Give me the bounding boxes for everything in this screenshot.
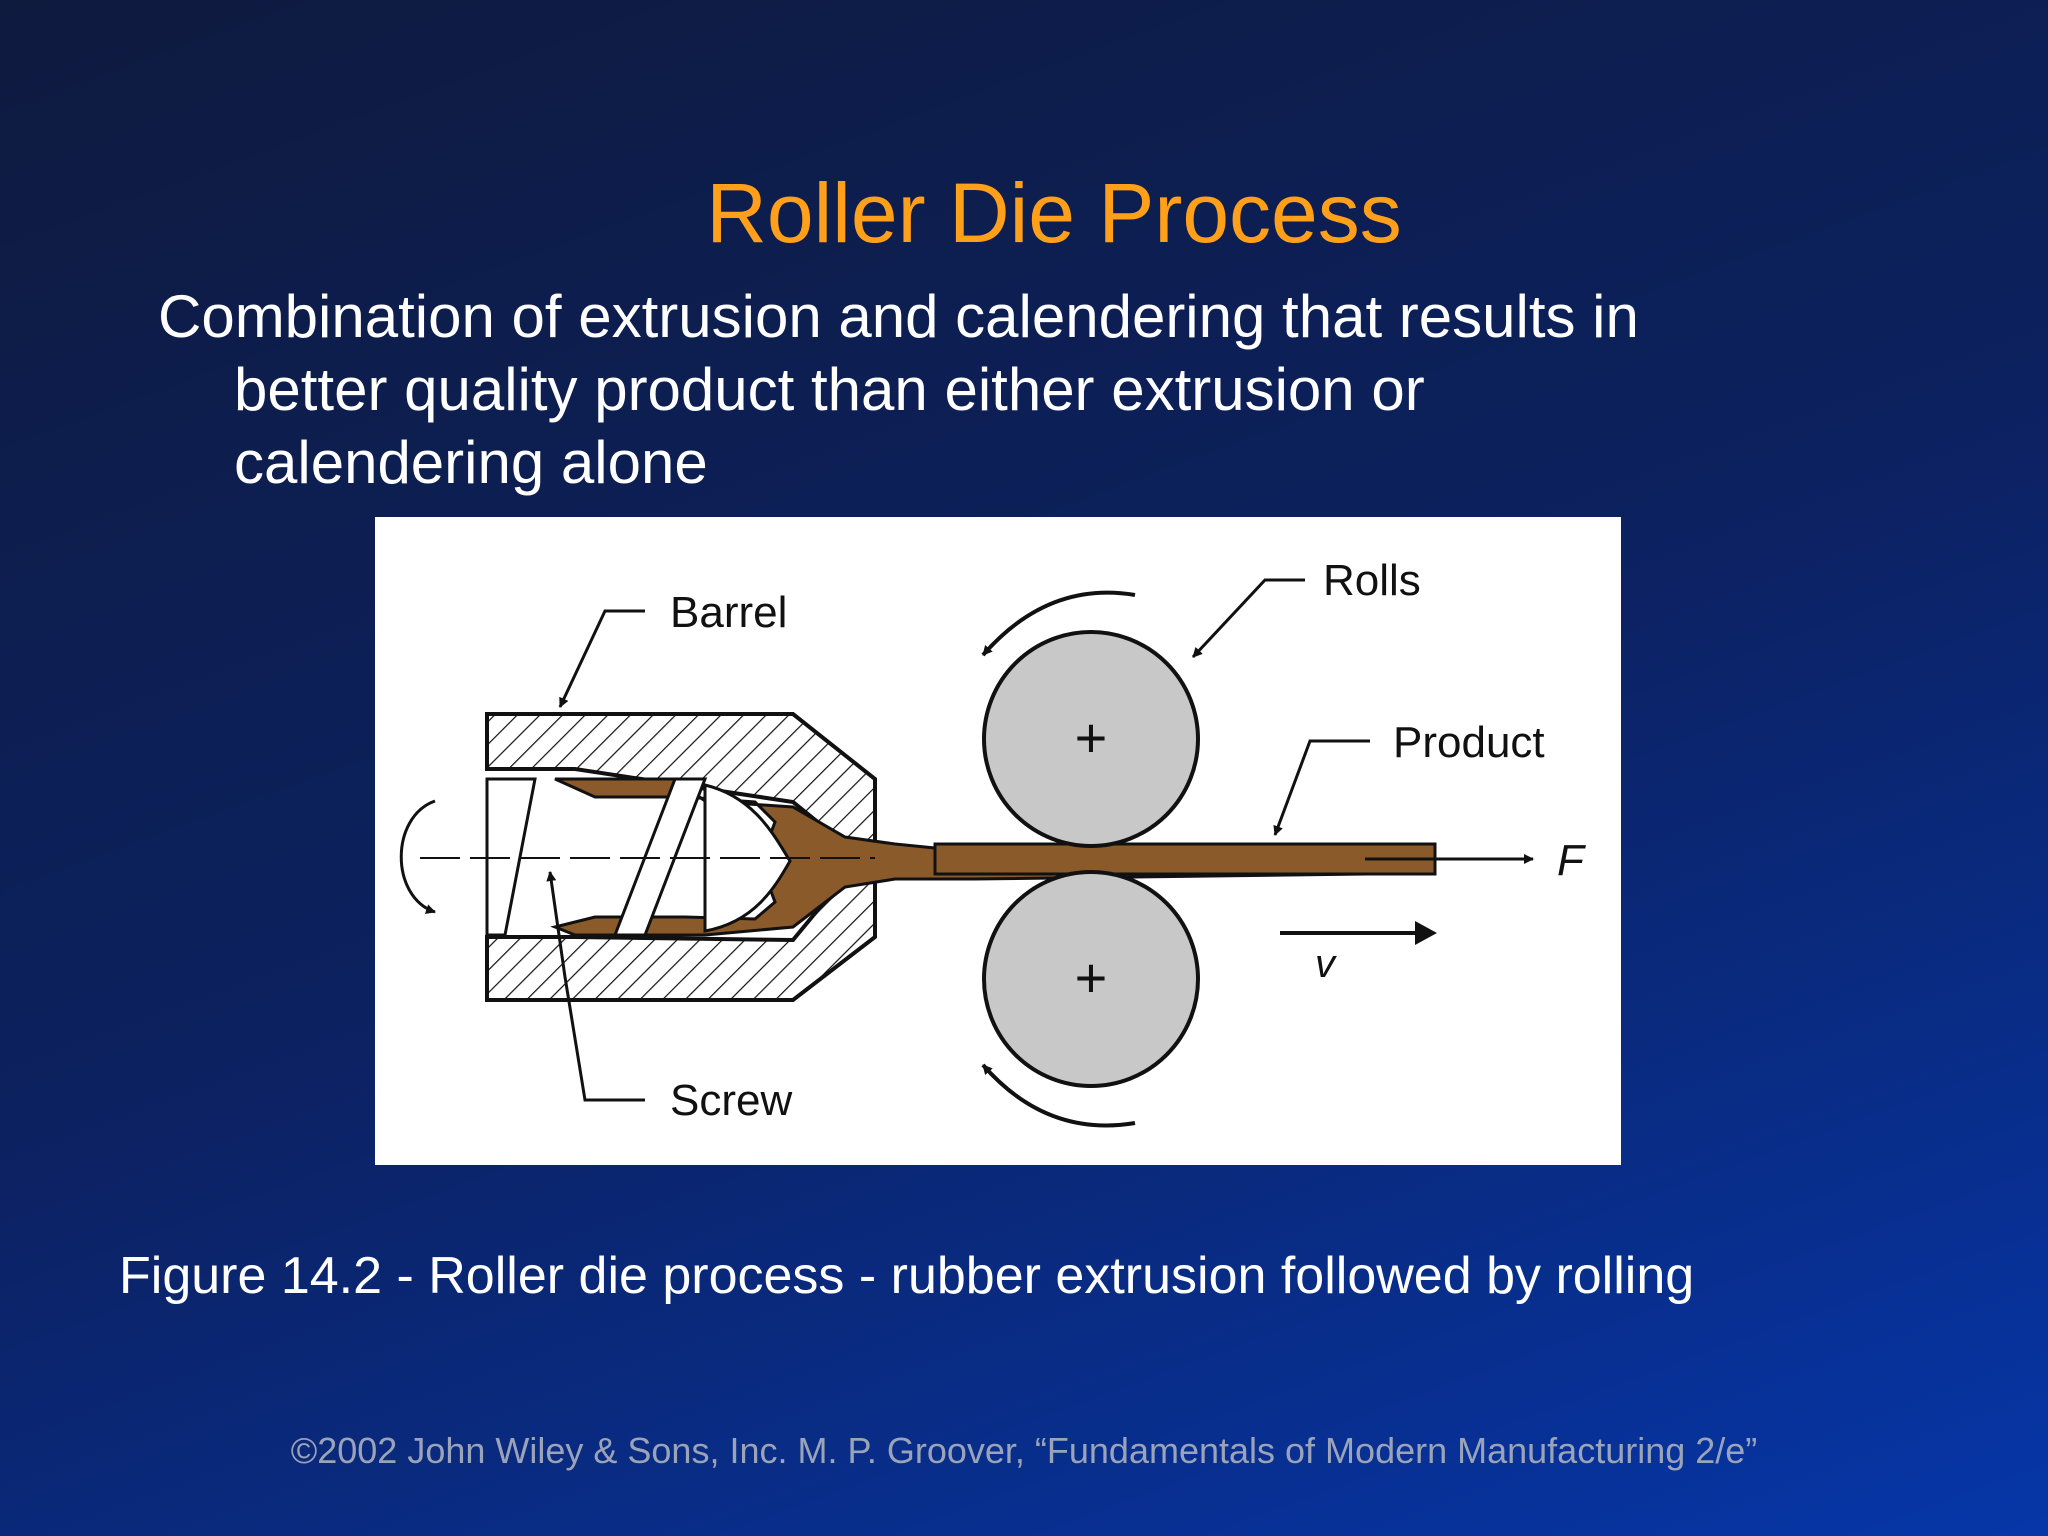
- screw-flight-1: [485, 777, 537, 937]
- copyright-footer: ©2002 John Wiley & Sons, Inc. M. P. Groo…: [290, 1430, 1758, 1471]
- product-leader: [1273, 739, 1370, 836]
- figure-caption: Figure 14.2 - Roller die process - rubbe…: [119, 1247, 1695, 1305]
- barrel-leader: [558, 609, 645, 708]
- upper-roll: [982, 630, 1200, 848]
- roller-die-diagram: + + F v Barrel Rolls Product Screw: [399, 556, 1586, 1128]
- lower-roll-rotation-arrow: [981, 1063, 1136, 1128]
- rolls-label: Rolls: [1323, 556, 1421, 605]
- velocity-label: v: [1315, 942, 1337, 986]
- upper-roll-rotation-arrow: [981, 590, 1136, 657]
- lower-roll: [982, 870, 1200, 1088]
- barrel-label: Barrel: [670, 588, 787, 637]
- roller-die-figure: + + F v Barrel Rolls Product Screw: [375, 517, 1621, 1165]
- slide-title: Roller Die Process: [706, 166, 1402, 260]
- force-label: F: [1557, 836, 1586, 885]
- screw-label: Screw: [670, 1076, 792, 1125]
- body-line-3: calendering alone: [234, 429, 708, 496]
- product-strip: [933, 842, 1437, 876]
- body-line-1: Combination of extrusion and calendering…: [158, 283, 1639, 350]
- upper-roll-center: +: [1075, 706, 1108, 769]
- body-line-2: better quality product than either extru…: [234, 356, 1425, 423]
- product-label: Product: [1393, 718, 1545, 767]
- lower-roll-center: +: [1075, 946, 1108, 1009]
- slide-body-text: Combination of extrusion and calendering…: [158, 280, 1918, 499]
- velocity-arrow: [1280, 921, 1437, 945]
- screw-leader: [546, 871, 645, 1102]
- rolls-leader: [1191, 578, 1305, 659]
- rotation-arrow: [399, 799, 436, 914]
